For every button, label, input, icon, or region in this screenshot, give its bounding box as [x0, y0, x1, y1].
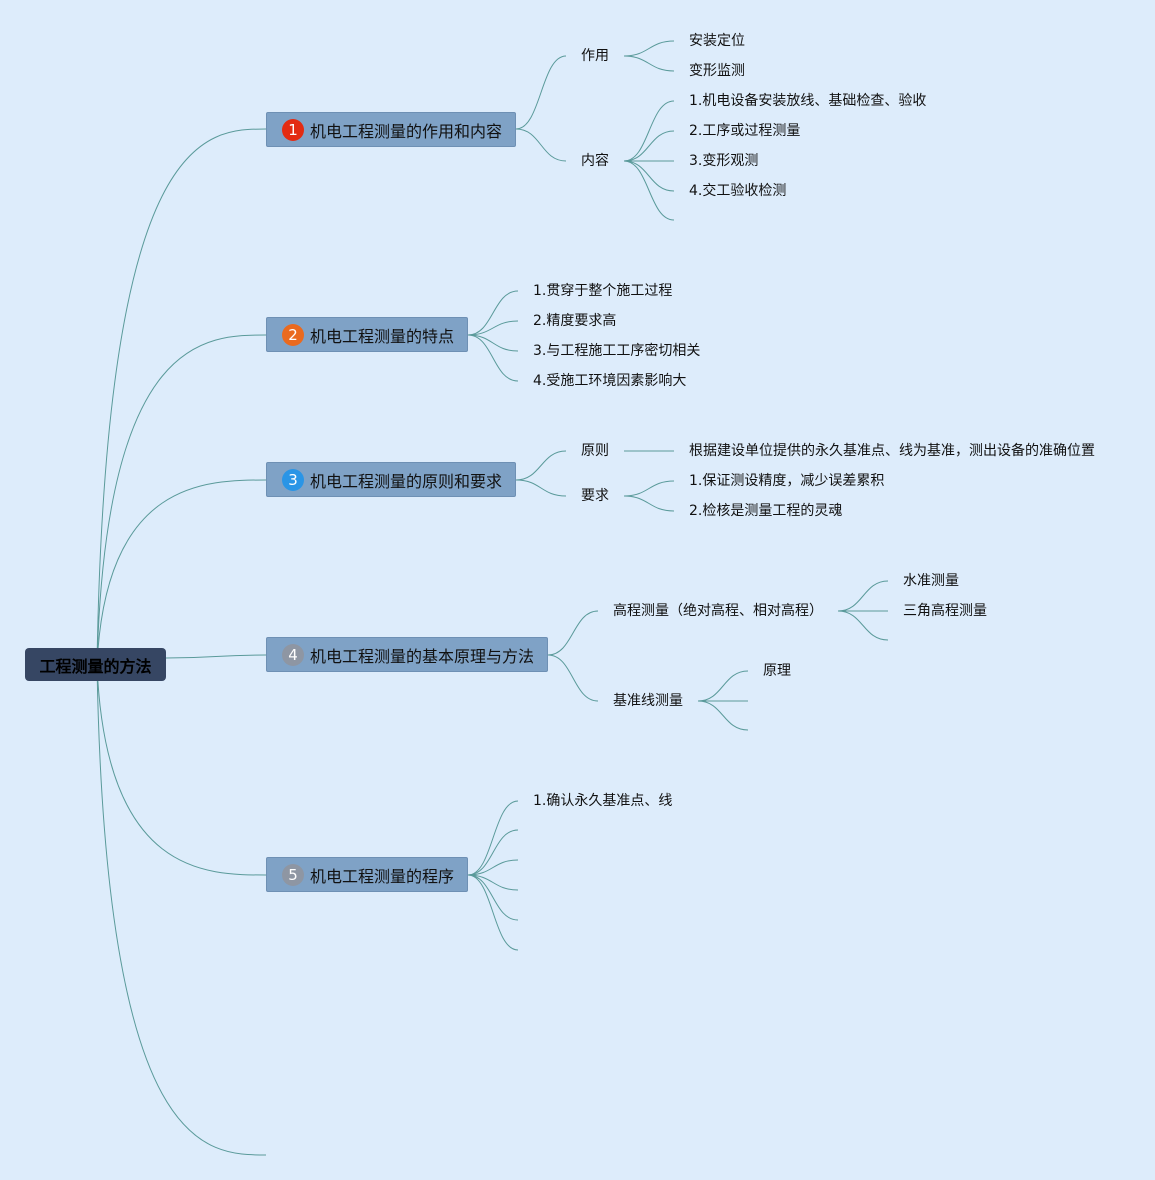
link-elev-1 [837, 580, 889, 612]
number-3-icon: 3 [282, 468, 304, 491]
number-2-icon: 2 [282, 323, 304, 346]
branch-5-topic[interactable]: 5 机电工程测量的程序 [266, 857, 468, 892]
link-content-4 [623, 160, 675, 192]
topic-content[interactable]: 内容 [581, 153, 609, 169]
topic-principle-detail[interactable]: 根据建设单位提供的永久基准点、线为基准，测出设备的准确位置 [689, 443, 1095, 459]
topic-elevation-survey[interactable]: 高程测量（绝对高程、相对高程） [613, 603, 823, 619]
link-b2-1 [467, 290, 519, 336]
topic-feature-4[interactable]: 4.受施工环境因素影响大 [533, 373, 687, 389]
topic-role[interactable]: 作用 [581, 48, 609, 64]
link-root-branch-1 [96, 128, 267, 666]
number-5-icon: 5 [282, 863, 304, 886]
link-base-3 [697, 700, 749, 731]
link-b3-principle [515, 450, 567, 481]
topic-principle[interactable]: 原则 [581, 443, 609, 459]
link-b5-4 [467, 874, 519, 891]
link-root-branch-2 [96, 334, 267, 666]
topic-requirement-2[interactable]: 2.检核是测量工程的灵魂 [689, 503, 843, 519]
link-root-branch-4 [165, 654, 267, 659]
branch-1-label: 机电工程测量的作用和内容 [310, 121, 503, 141]
link-elev-3 [837, 610, 889, 641]
branch-2-label: 机电工程测量的特点 [310, 326, 455, 346]
link-b5-5 [467, 874, 519, 921]
topic-content-item-3[interactable]: 3.变形观测 [689, 153, 759, 169]
link-root-extra [96, 664, 267, 1156]
link-b2-2 [467, 320, 519, 336]
topic-content-item-1[interactable]: 1.机电设备安装放线、基础检查、验收 [689, 93, 927, 109]
topic-trigonometric-leveling[interactable]: 三角高程测量 [903, 603, 987, 619]
link-content-5 [623, 160, 675, 221]
link-b1-content [515, 128, 567, 162]
link-content-2 [623, 130, 675, 162]
link-req-2 [623, 495, 675, 512]
link-role-2 [623, 55, 675, 72]
link-b2-4 [467, 334, 519, 382]
branch-4-topic[interactable]: 4 机电工程测量的基本原理与方法 [266, 637, 548, 672]
topic-feature-2[interactable]: 2.精度要求高 [533, 313, 617, 329]
topic-feature-3[interactable]: 3.与工程施工工序密切相关 [533, 343, 701, 359]
branch-3-label: 机电工程测量的原则和要求 [310, 471, 503, 491]
link-b4-baseline [547, 654, 599, 702]
link-b2-3 [467, 334, 519, 352]
link-b3-requirement [515, 479, 567, 497]
branch-2-topic[interactable]: 2 机电工程测量的特点 [266, 317, 468, 352]
topic-content-item-4[interactable]: 4.交工验收检测 [689, 183, 787, 199]
number-1-icon: 1 [282, 118, 304, 141]
link-req-1 [623, 480, 675, 497]
branch-4-label: 机电工程测量的基本原理与方法 [310, 646, 535, 666]
branch-1-topic[interactable]: 1 机电工程测量的作用和内容 [266, 112, 516, 147]
number-4-icon: 4 [282, 643, 304, 666]
topic-requirement[interactable]: 要求 [581, 488, 609, 504]
link-base-1 [697, 670, 749, 702]
link-b5-3 [467, 859, 519, 876]
topic-baseline-principle[interactable]: 原理 [763, 663, 791, 679]
topic-feature-1[interactable]: 1.贯穿于整个施工过程 [533, 283, 673, 299]
topic-leveling[interactable]: 水准测量 [903, 573, 959, 589]
topic-requirement-1[interactable]: 1.保证测设精度，减少误差累积 [689, 473, 885, 489]
link-b1-role [515, 55, 567, 130]
link-b5-6 [467, 874, 519, 951]
topic-content-item-2[interactable]: 2.工序或过程测量 [689, 123, 801, 139]
link-root-branch-3 [96, 479, 267, 666]
topic-baseline-survey[interactable]: 基准线测量 [613, 693, 683, 709]
link-content-1 [623, 100, 675, 162]
topic-installation-positioning[interactable]: 安装定位 [689, 33, 745, 49]
topic-deformation-monitoring[interactable]: 变形监测 [689, 63, 745, 79]
link-b5-2 [467, 829, 519, 876]
link-root-branch-5 [96, 664, 267, 876]
link-role-1 [623, 40, 675, 57]
topic-procedure-1[interactable]: 1.确认永久基准点、线 [533, 793, 673, 809]
branch-3-topic[interactable]: 3 机电工程测量的原则和要求 [266, 462, 516, 497]
root-topic[interactable]: 工程测量的方法 [25, 648, 166, 681]
branch-5-label: 机电工程测量的程序 [310, 866, 455, 886]
link-b4-elevation [547, 610, 599, 656]
link-b5-1 [467, 800, 519, 876]
